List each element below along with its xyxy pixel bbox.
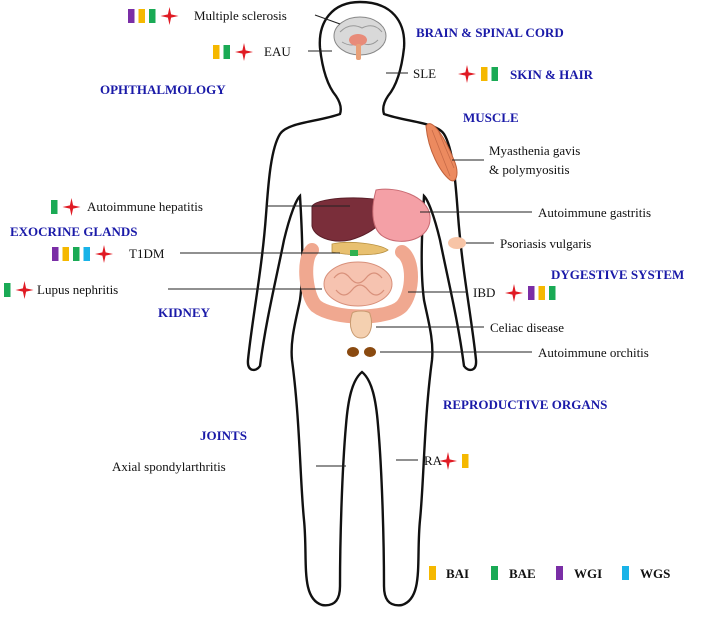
marker-ibd-bae-marker — [549, 286, 556, 300]
legend-swatch-bai — [429, 566, 436, 580]
category-muscle: MUSCLE — [463, 110, 519, 125]
legend-label-bai: BAI — [446, 566, 470, 581]
skin-patch-icon — [448, 237, 466, 249]
legend-swatch-bae — [491, 566, 498, 580]
testis-right-icon — [364, 347, 376, 357]
marker-ra-star-icon — [439, 452, 457, 470]
marker-ibd-star-icon — [505, 284, 523, 302]
label-sle: SLE — [413, 66, 437, 81]
label-autoimmune-orchitis: Autoimmune orchitis — [538, 345, 649, 360]
muscle-icon — [425, 123, 458, 182]
brain-icon — [333, 16, 387, 60]
category-joints: JOINTS — [200, 428, 247, 443]
marker-t1dm-star-icon — [95, 245, 113, 263]
marker-eau-bae-marker — [223, 45, 230, 59]
marker-t1dm-bae-marker — [73, 247, 80, 261]
category-reproductive: REPRODUCTIVE ORGANS — [443, 397, 608, 412]
label-ibd: IBD — [473, 285, 496, 300]
pancreas-icon — [331, 242, 389, 256]
marker-ms-wgi-marker — [128, 9, 135, 23]
label-axial-spondylarthritis: Axial spondylarthritis — [112, 459, 226, 474]
marker-t1dm-bai-marker — [62, 247, 69, 261]
label-myasthenia-line1: Myasthenia gavis — [489, 143, 581, 158]
testis-left-icon — [347, 347, 359, 357]
label-t1dm: T1DM — [129, 246, 165, 261]
label-multiple-sclerosis: Multiple sclerosis — [194, 8, 287, 23]
category-ophthalmology: OPHTHALMOLOGY — [100, 82, 226, 97]
label-celiac-disease: Celiac disease — [490, 320, 564, 335]
marker-sle-star-icon — [458, 65, 476, 83]
label-psoriasis-vulgaris: Psoriasis vulgaris — [500, 236, 592, 251]
category-kidney: KIDNEY — [158, 305, 211, 320]
bladder-icon — [349, 310, 373, 339]
label-autoimmune-gastritis: Autoimmune gastritis — [538, 205, 652, 220]
marker-eau-bai-marker — [213, 45, 220, 59]
marker-sle-bae-marker — [491, 67, 498, 81]
marker-sle-bai-marker — [481, 67, 488, 81]
label-lupus-nephritis: Lupus nephritis — [37, 282, 119, 297]
marker-ibd-wgi-marker — [528, 286, 535, 300]
legend-swatch-wgi — [556, 566, 563, 580]
category-digestive: DYGESTIVE SYSTEM — [551, 267, 685, 282]
marker-ms-bai-marker — [138, 9, 145, 23]
category-exocrine: EXOCRINE GLANDS — [10, 224, 138, 239]
marker-ibd-bai-marker — [538, 286, 545, 300]
category-skin: SKIN & HAIR — [510, 67, 594, 82]
label-eau: EAU — [264, 44, 291, 59]
small-intestine-icon — [323, 261, 393, 307]
legend-label-wgi: WGI — [574, 566, 603, 581]
marker-lupus-bae-marker — [4, 283, 11, 297]
marker-t1dm-wgi-marker — [52, 247, 59, 261]
method-markers — [4, 7, 556, 470]
category-brain: BRAIN & SPINAL CORD — [416, 25, 564, 40]
label-ra: RA — [424, 453, 443, 468]
marker-aih-bae-marker — [51, 200, 58, 214]
legend-label-bae: BAE — [509, 566, 536, 581]
marker-lupus-star-icon — [15, 281, 34, 299]
marker-ms-star-icon — [160, 7, 179, 25]
marker-ra-bai-marker — [462, 454, 469, 468]
stomach-icon — [372, 188, 431, 242]
legend-swatch-wgs — [622, 566, 629, 580]
label-autoimmune-hepatitis: Autoimmune hepatitis — [87, 199, 203, 214]
legend-label-wgs: WGS — [640, 566, 671, 581]
marker-t1dm-wgs-marker — [83, 247, 90, 261]
leader-lines — [168, 14, 532, 467]
marker-ms-bae-marker — [149, 9, 156, 23]
marker-eau-star-icon — [235, 43, 253, 61]
label-myasthenia-line2: & polymyositis — [489, 162, 570, 177]
marker-aih-star-icon — [62, 198, 81, 216]
